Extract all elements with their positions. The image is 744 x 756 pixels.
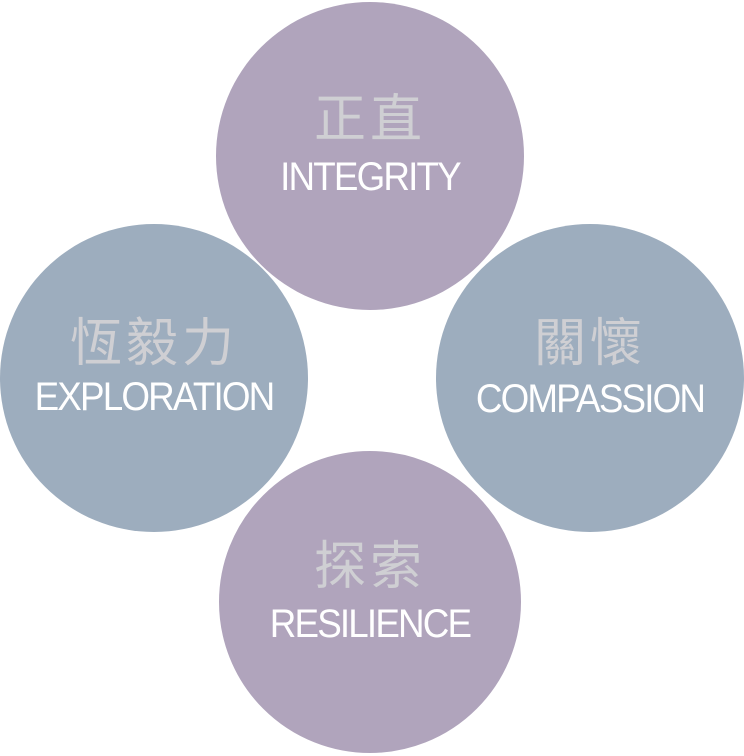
exploration-chinese-label: 恆毅力 [69, 314, 238, 374]
integrity-chinese-label: 正直 [313, 90, 426, 150]
compassion-english-label: COMPASSION [475, 377, 706, 421]
exploration-english-label: EXPLORATION [34, 375, 276, 419]
resilience-english-label: RESILIENCE [269, 602, 472, 646]
integrity-english-label: INTEGRITY [280, 155, 462, 199]
integrity-circle: 正直 INTEGRITY [216, 2, 524, 310]
resilience-chinese-label: 探索 [313, 537, 426, 597]
exploration-circle: 恆毅力 EXPLORATION [0, 224, 308, 532]
compassion-circle: 關懷 COMPASSION [436, 224, 744, 532]
compassion-chinese-label: 關懷 [533, 314, 646, 374]
resilience-circle: 探索 RESILIENCE [216, 448, 524, 756]
